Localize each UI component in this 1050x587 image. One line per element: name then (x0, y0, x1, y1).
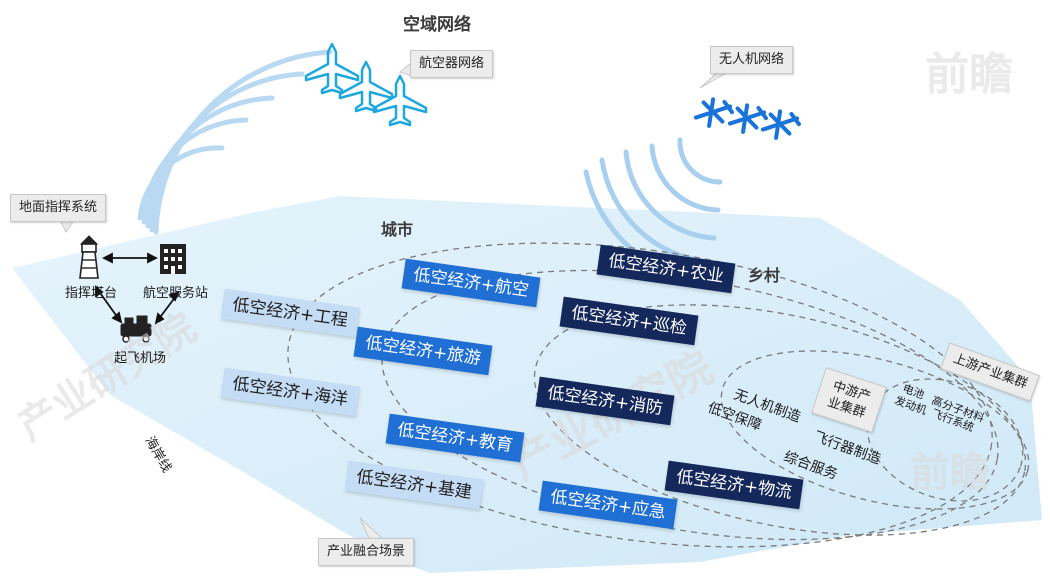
ring-midstream (720, 350, 1030, 510)
heading-city: 城市 (381, 220, 414, 239)
label-tower: 指挥塔台 (65, 286, 118, 301)
airport-icon (120, 315, 152, 343)
callout-industry-scene: 产业融合场景 (318, 538, 415, 566)
callout-aircraft-network: 航空器网络 (410, 50, 494, 78)
aircraft-icon (304, 42, 428, 127)
watermark-brand-lower: 前瞻 (910, 450, 990, 496)
heading-rural: 乡村 (748, 266, 781, 285)
heading-airspace: 空域网络 (403, 15, 471, 35)
building-icon (160, 244, 186, 274)
callout-drone-network: 无人机网络 (710, 46, 794, 74)
label-service-station: 航空服务站 (143, 286, 209, 301)
callout-ground-command: 地面指挥系统 (10, 194, 107, 222)
label-airport: 起飞机场 (114, 351, 167, 366)
ring-outer (287, 242, 993, 548)
ring-upstream (866, 378, 1024, 502)
tower-icon (79, 235, 99, 279)
watermark-brand: 前瞻 (925, 49, 1013, 100)
aircraft-signal-waves (137, 49, 333, 235)
ring-rural (533, 304, 1027, 536)
drone-icon (693, 97, 801, 140)
ground-arrows (95, 252, 180, 325)
